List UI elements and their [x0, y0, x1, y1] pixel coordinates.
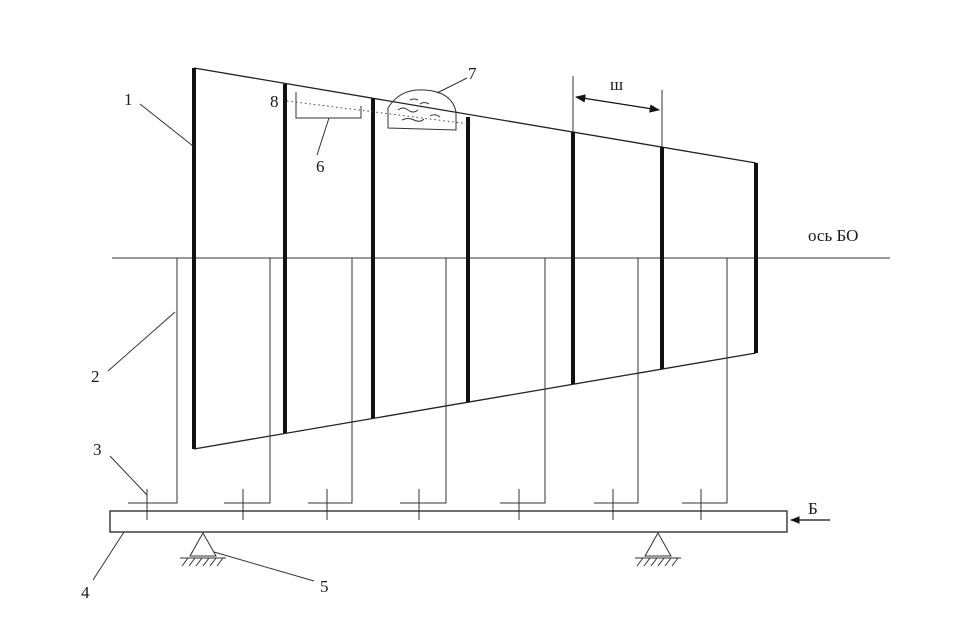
element-7-dome — [387, 89, 457, 131]
hanger-5 — [520, 258, 546, 504]
label-3: 3 — [93, 440, 102, 459]
leader-2 — [107, 311, 176, 372]
base-beam — [109, 510, 788, 533]
hanger-2 — [244, 258, 271, 504]
bottom-edge — [193, 352, 757, 450]
leader-1 — [139, 103, 194, 147]
leader-6 — [316, 117, 330, 156]
leader-3 — [109, 455, 148, 496]
leader-5 — [213, 551, 315, 582]
hanger-3 — [329, 258, 353, 504]
label-7: 7 — [468, 64, 477, 83]
label-axis: ось БО — [808, 226, 858, 245]
label-5: 5 — [320, 577, 329, 596]
label-direction: Б — [808, 499, 818, 518]
element-8-dotted — [286, 100, 471, 125]
label-2: 2 — [91, 367, 100, 386]
support-left — [180, 531, 226, 567]
hanger-1 — [146, 258, 178, 504]
leader-4 — [92, 531, 125, 581]
support-right — [635, 531, 681, 567]
dimension-arrow — [574, 94, 661, 113]
label-4: 4 — [81, 583, 90, 602]
hanger-4 — [420, 258, 447, 504]
hanger-6 — [613, 258, 639, 504]
leader-7 — [436, 77, 468, 94]
label-6: 6 — [316, 157, 325, 176]
label-1: 1 — [124, 90, 133, 109]
element-6-rect — [295, 92, 362, 119]
label-shag: ш — [610, 75, 623, 94]
hanger-7 — [703, 258, 728, 504]
label-8: 8 — [270, 92, 279, 111]
adjuster-crosses — [128, 489, 720, 520]
element-7-texture — [397, 98, 441, 122]
